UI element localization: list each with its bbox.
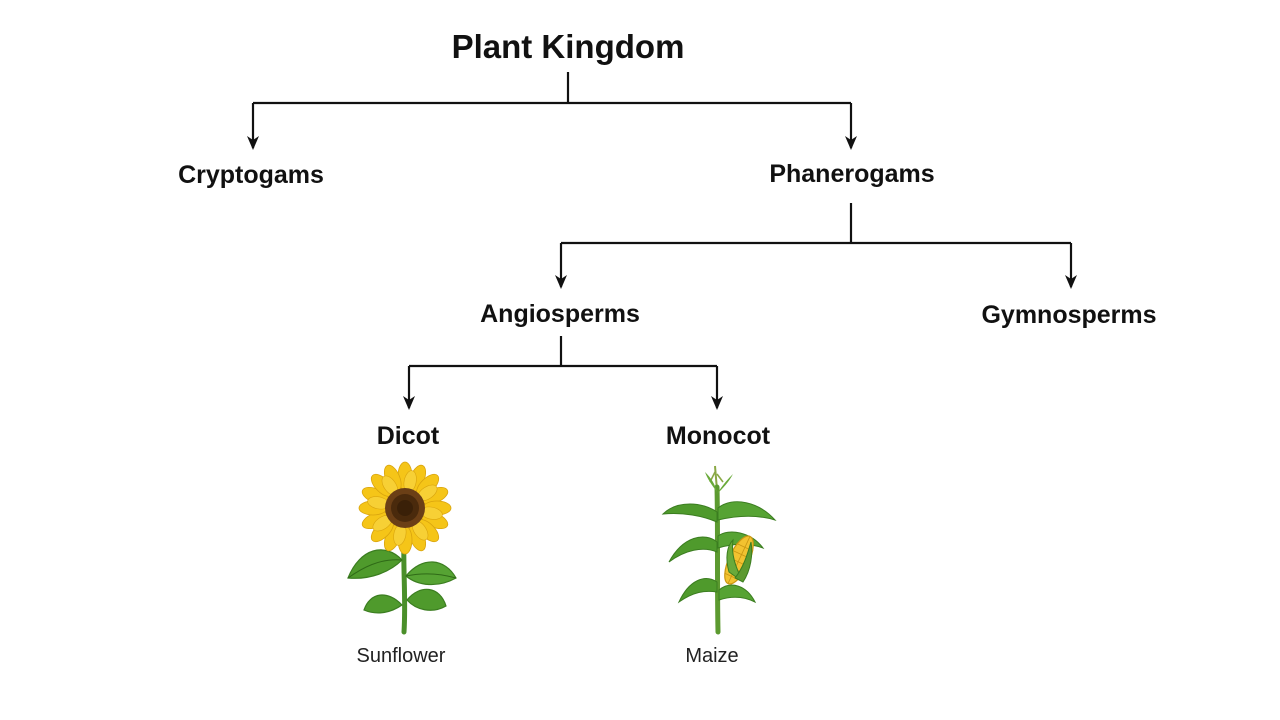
sunflower-icon	[347, 461, 457, 635]
arrowhead-cryptogams	[247, 136, 259, 150]
arrowhead-dicot	[403, 396, 415, 410]
node-dicot: Dicot	[376, 422, 440, 450]
node-gymnosperms: Gymnosperms	[981, 301, 1157, 329]
arrowhead-phanerogams	[845, 136, 857, 150]
node-cryptogams: Cryptogams	[178, 161, 324, 189]
example-maize-label: Maize	[685, 645, 739, 667]
maize-plant-icon	[661, 465, 777, 635]
arrowhead-angiosperms	[555, 275, 567, 289]
diagram-title: Plant Kingdom	[451, 28, 685, 65]
node-angiosperms: Angiosperms	[480, 300, 640, 328]
arrowheads	[247, 136, 1077, 410]
arrowhead-gymnosperms	[1065, 275, 1077, 289]
example-sunflower-label: Sunflower	[356, 645, 446, 667]
arrowhead-monocot	[711, 396, 723, 410]
node-phanerogams: Phanerogams	[769, 160, 935, 188]
node-monocot: Monocot	[665, 422, 771, 450]
